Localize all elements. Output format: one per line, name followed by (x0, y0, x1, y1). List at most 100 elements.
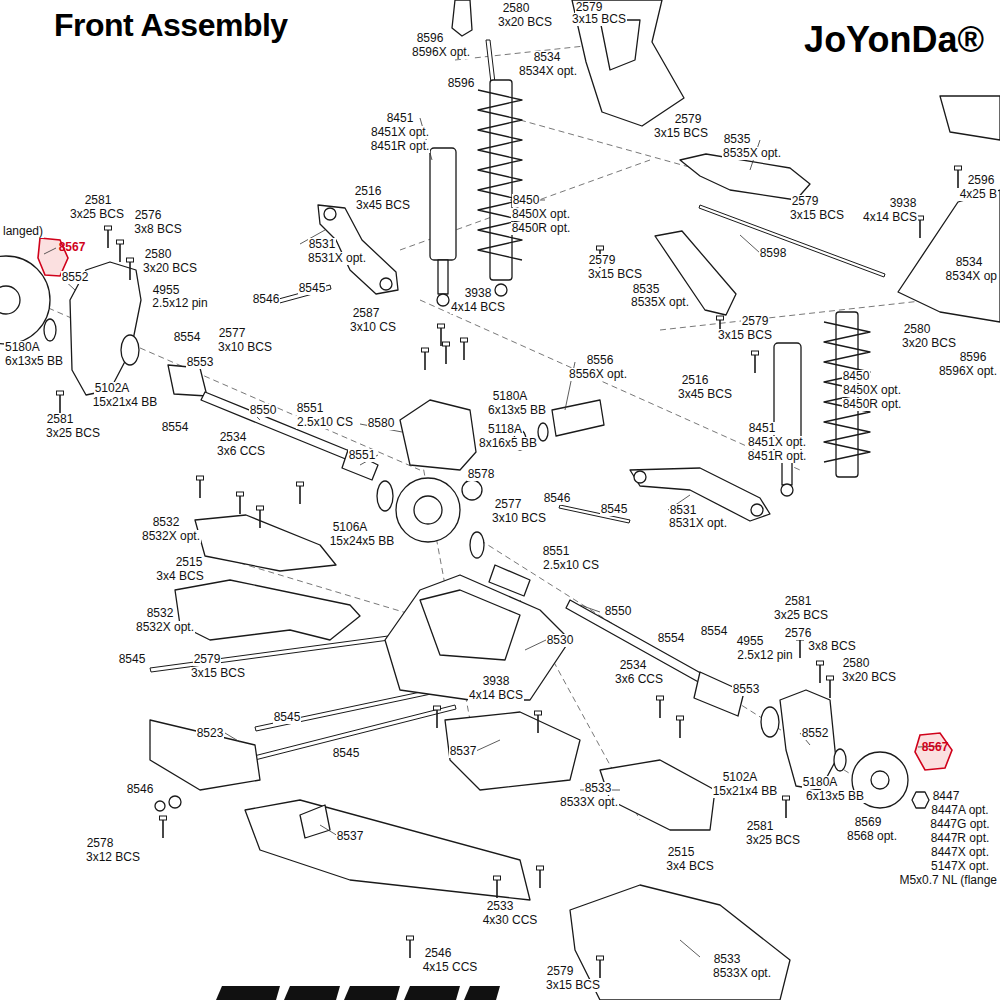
part-spec: 3x45 BCS (355, 199, 411, 212)
part-number: 8598 (759, 247, 788, 260)
page-title: Front Assembly (54, 6, 288, 44)
part-number: 8451 (748, 422, 777, 435)
part-number: 3938 (889, 197, 918, 210)
part-number: 5180A (802, 776, 839, 789)
part-number: 2587 (352, 307, 381, 320)
part-number: 5180A (492, 390, 529, 403)
part-number: 2581 (784, 595, 813, 608)
part-spec: 8531X opt. (307, 252, 367, 265)
part-spec: 15x21x4 BB (712, 785, 779, 798)
part-spec: 8532X opt. (135, 621, 195, 634)
part-spec: 8534X opt. (518, 65, 578, 78)
part-number: 8596 (416, 32, 445, 45)
part-spec: 8447G opt. (929, 818, 990, 831)
part-number: 8531 (669, 504, 698, 517)
part-number: 8550 (249, 404, 278, 417)
part-number: 8450 (512, 194, 541, 207)
assembly-axis (30, 40, 930, 820)
part-number: 2579 (674, 113, 703, 126)
part-number: 3938 (464, 287, 493, 300)
part-spec: 8x16x5 BB (478, 437, 538, 450)
part-number: 8533 (584, 782, 613, 795)
part-spec: 8596X opt. (938, 365, 998, 378)
part-spec: 2.5x12 pin (736, 649, 793, 662)
part-spec: 8447R opt. (930, 832, 991, 845)
part-spec: 3x10 CS (349, 321, 397, 334)
part-spec: 8533X opt. (559, 796, 619, 809)
part-number: 8534 (533, 51, 562, 64)
part-number: 2581 (84, 194, 113, 207)
part-number: 8523 (196, 727, 225, 740)
part-number: 2580 (842, 657, 871, 670)
part-spec: 8568 opt. (846, 830, 898, 843)
part-number: 8556 (586, 354, 615, 367)
part-number: 8534 (955, 256, 984, 269)
part-spec: 6x13x5 BB (4, 355, 64, 368)
part-number: 8551 (348, 449, 377, 462)
part-number: 2534 (219, 431, 248, 444)
part-spec: 3x25 BCS (745, 834, 801, 847)
part-spec: 4x15 CCS (422, 961, 479, 974)
part-number: 8550 (604, 605, 633, 618)
part-number: 8554 (700, 625, 729, 638)
part-number: 8530 (546, 634, 575, 647)
part-number: 4955 (152, 284, 181, 297)
part-number: 2580 (502, 2, 531, 15)
part-spec: 8451R opt. (370, 140, 431, 153)
part-spec: 3x20 BCS (497, 16, 553, 29)
part-spec: 8535X opt. (630, 296, 690, 309)
part-spec: 3x8 BCS (133, 223, 182, 236)
part-number: 8596 (447, 77, 476, 90)
part-spec: 6x13x5 BB (487, 404, 547, 417)
watermark: JoYonDa® (803, 20, 985, 60)
part-spec: 3x20 BCS (142, 262, 198, 275)
part-spec: 3x15 BCS (789, 209, 845, 222)
part-number: 2515 (667, 846, 696, 859)
part-spec: 8451X opt. (370, 126, 430, 139)
highlight-callout: 8567 (58, 241, 87, 254)
part-number: 8545 (273, 711, 302, 724)
part-number: 5106A (332, 521, 369, 534)
part-number: 8552 (61, 271, 90, 284)
part-number: 8596 (959, 351, 988, 364)
part-number: 2580 (144, 248, 173, 261)
part-spec: 6x13x5 BB (805, 790, 865, 803)
part-number: 8532 (152, 516, 181, 529)
part-number: 8580 (367, 417, 396, 430)
part-number: 2516 (681, 374, 710, 387)
part-number: 8450 (842, 370, 871, 383)
part-spec: 4x30 CCS (482, 914, 539, 927)
part-spec: 3x12 BCS (85, 851, 141, 864)
part-spec: 8531X opt. (668, 517, 728, 530)
part-number: 8552 (801, 727, 830, 740)
part-number: 2579 (791, 195, 820, 208)
part-number: 2534 (619, 659, 648, 672)
part-number: 2533 (486, 900, 515, 913)
part-spec: 8447A opt. (930, 804, 989, 817)
screw (57, 166, 962, 978)
part-number: 8554 (173, 331, 202, 344)
part-spec: 4x14 BCS (450, 301, 506, 314)
part-spec: 15x21x4 BB (92, 396, 159, 409)
part-spec: 2.5x10 CS (296, 416, 354, 429)
part-spec: 8596X opt. (411, 46, 471, 59)
part-number: 8554 (657, 632, 686, 645)
part-spec: 2.5x12 pin (151, 297, 208, 310)
part-number: 4955 (736, 635, 765, 648)
part-number: 8551 (542, 545, 571, 558)
part-number: 2581 (46, 413, 75, 426)
part-spec: 8533X opt. (712, 967, 772, 980)
part-number: 2579 (741, 315, 770, 328)
part-number: 8545 (600, 503, 629, 516)
part-number: 8531 (308, 238, 337, 251)
part-spec: 3x15 BCS (653, 127, 709, 140)
part-spec: 15x24x5 BB (329, 535, 396, 548)
part-number: 2516 (354, 185, 383, 198)
part-number: 2515 (175, 556, 204, 569)
part-spec: 3x45 BCS (677, 388, 733, 401)
part-spec: 5147X opt. (930, 860, 990, 873)
part-spec: 8532X opt. (141, 530, 201, 543)
part-number: 8546 (543, 492, 572, 505)
part-spec: 3x20 BCS (901, 337, 957, 350)
part-number: 8554 (161, 421, 190, 434)
